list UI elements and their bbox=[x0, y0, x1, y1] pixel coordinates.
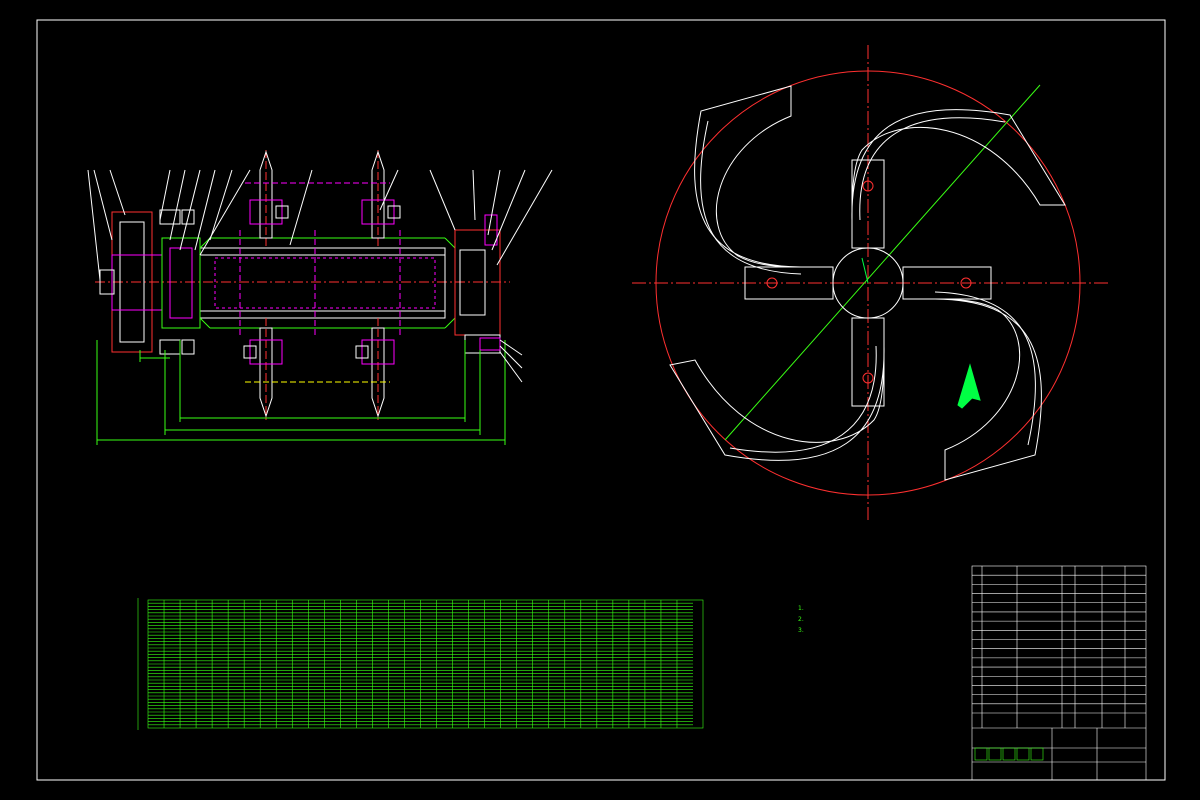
grid-panel bbox=[137, 598, 704, 730]
notes-line-1: 1. bbox=[798, 605, 804, 612]
title-block-cell bbox=[1002, 747, 1016, 761]
title-block-cell bbox=[1016, 747, 1030, 761]
title-block bbox=[971, 565, 1147, 781]
section-view bbox=[87, 150, 553, 445]
curved-blades bbox=[669, 85, 1066, 481]
part-callouts bbox=[87, 169, 553, 383]
title-block-frame bbox=[971, 565, 1147, 781]
title-block-cell bbox=[988, 747, 1002, 761]
dimension-lines bbox=[96, 340, 506, 445]
title-block-cell bbox=[974, 747, 988, 761]
notes-line-2: 2. bbox=[798, 616, 804, 623]
disc-view bbox=[632, 45, 1108, 520]
notes-line-3: 3. bbox=[798, 627, 804, 634]
technical-notes: 1. 2. 3. bbox=[798, 600, 938, 636]
title-block-cell bbox=[1030, 747, 1044, 761]
rotation-arrow-icon bbox=[957, 363, 981, 409]
blade-spikes bbox=[243, 150, 401, 420]
sheet-border bbox=[36, 19, 1166, 781]
